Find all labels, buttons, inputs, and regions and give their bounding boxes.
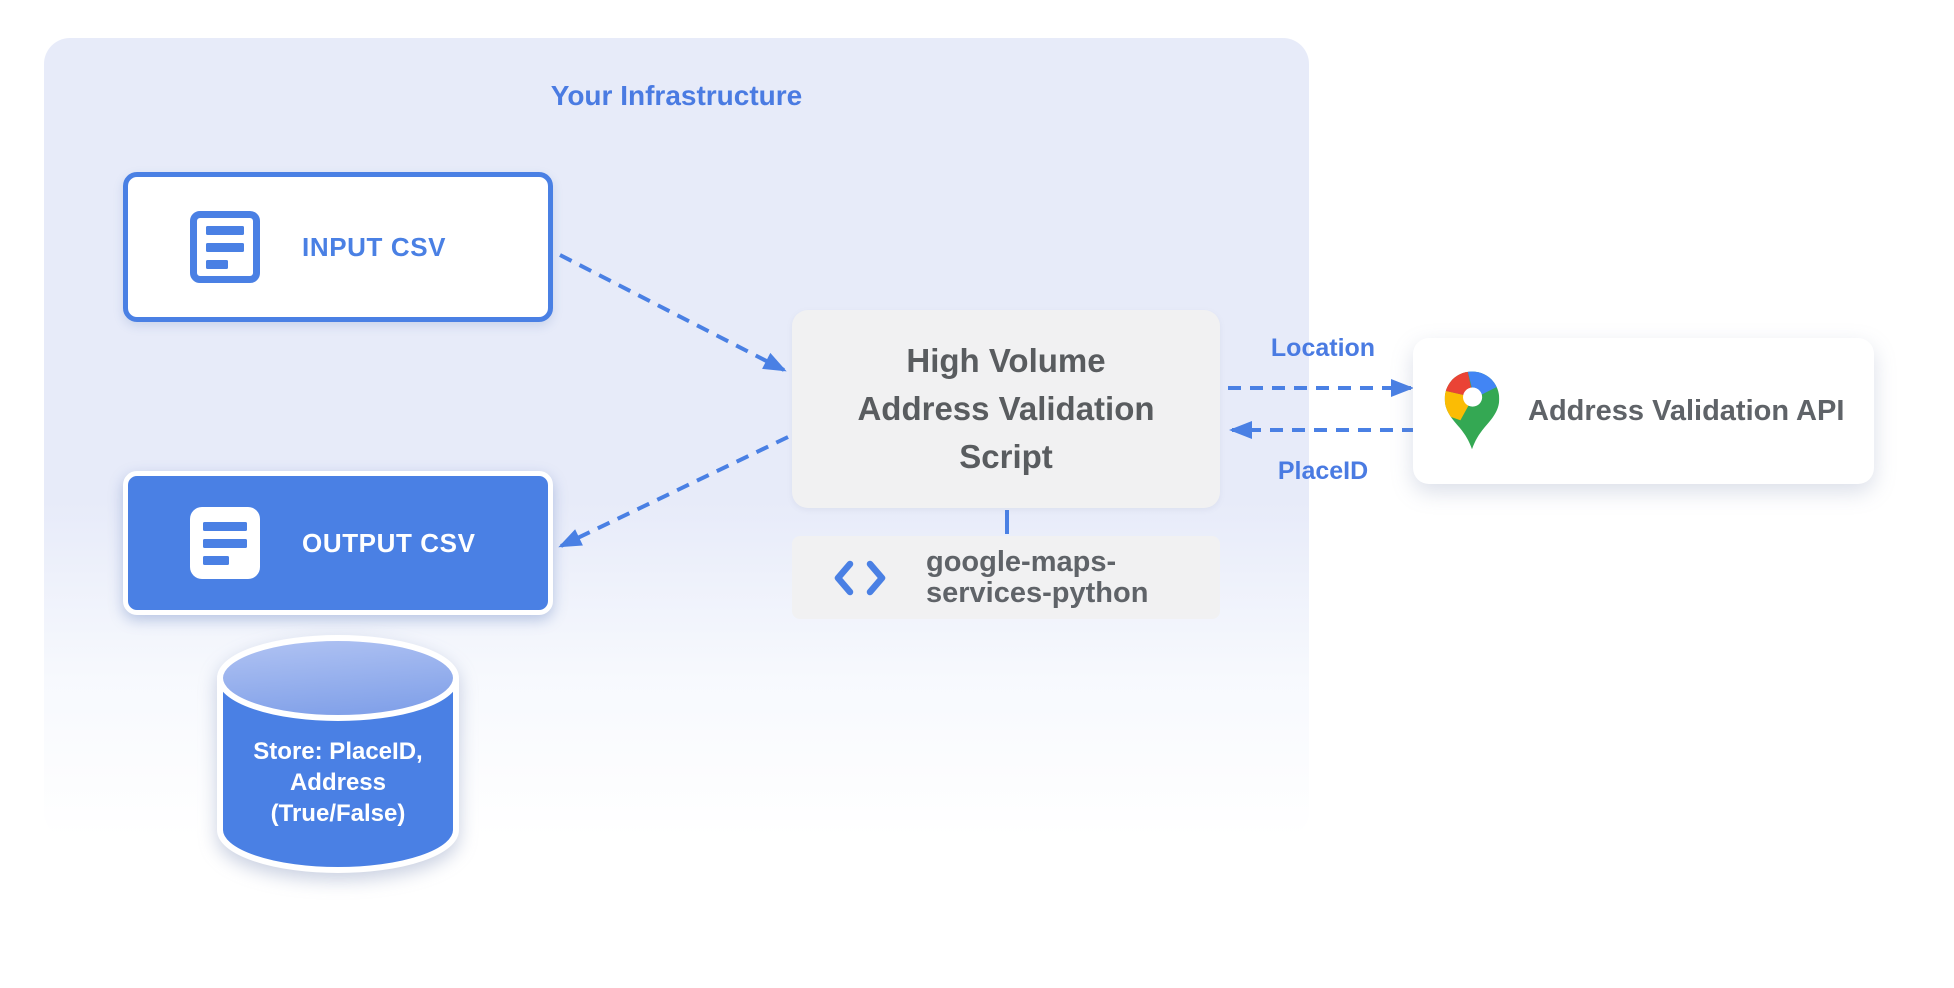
api-node: Address Validation API [1413, 338, 1874, 484]
datastore-cylinder [212, 632, 464, 882]
csv-document-icon [190, 211, 260, 283]
infrastructure-title: Your Infrastructure [550, 80, 803, 111]
database-icon [217, 635, 459, 873]
library-label: google-maps- services-python [926, 545, 1149, 609]
input-csv-label: INPUT CSV [302, 231, 447, 262]
api-label: Address Validation API [1528, 394, 1845, 427]
code-icon [834, 560, 886, 595]
edge-label-location: Location [1270, 334, 1376, 362]
output-csv-label: OUTPUT CSV [302, 527, 476, 558]
library-node: google-maps- services-python [792, 536, 1220, 619]
csv-document-icon [190, 507, 260, 579]
script-node: High Volume Address Validation Script [792, 310, 1220, 508]
datastore-label: Store: PlaceID, Address (True/False) [253, 738, 423, 827]
edge-label-placeid: PlaceID [1277, 457, 1369, 485]
output-csv-node: OUTPUT CSV [123, 471, 553, 615]
input-csv-node: INPUT CSV [123, 172, 553, 322]
script-label: High Volume Address Validation Script [857, 342, 1155, 475]
google-maps-pin-icon [1444, 371, 1500, 450]
